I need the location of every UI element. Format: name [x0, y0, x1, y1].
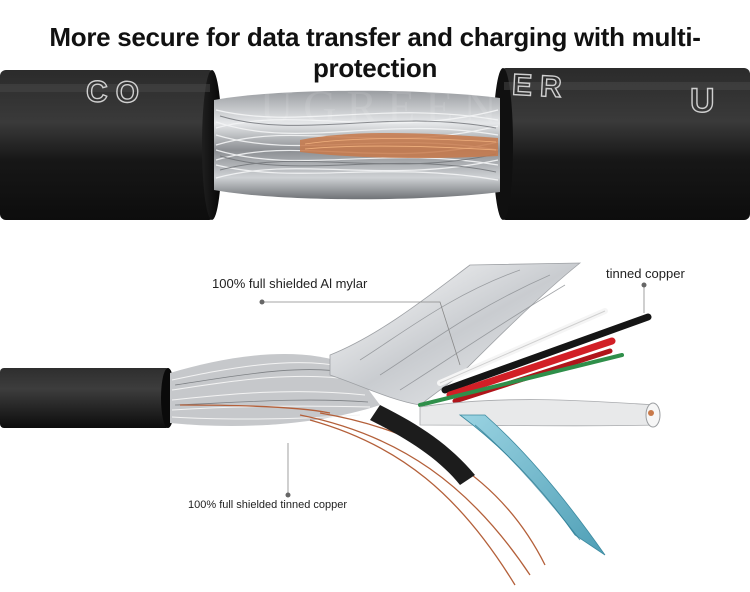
- red-wire: [446, 337, 616, 399]
- al-mylar-foil: [329, 262, 582, 406]
- top-cable-photo: [0, 68, 750, 220]
- black-foil-pair: [370, 405, 475, 485]
- cable-jacket: [0, 368, 170, 428]
- black-wire: [441, 313, 652, 394]
- callout-dot-tinned: [641, 282, 647, 288]
- callout-dot-mylar: [259, 299, 265, 305]
- right-jacket: [500, 68, 750, 220]
- cable-print-right: ER: [511, 68, 572, 105]
- callout-tinned-copper-label: tinned copper: [606, 266, 685, 281]
- green-wire: [418, 353, 624, 407]
- callout-dot-shield: [285, 492, 291, 498]
- callout-mylar-label: 100% full shielded Al mylar: [212, 276, 368, 291]
- cable-print-left: CO: [85, 75, 148, 110]
- blue-foil-pair: [458, 414, 606, 556]
- headline: More secure for data transfer and chargi…: [49, 22, 701, 83]
- bottom-cable-photo: [0, 262, 661, 586]
- left-jacket: [0, 70, 215, 220]
- cable-print-brand: U: [689, 81, 717, 120]
- callout-shield-copper-label: 100% full shielded tinned copper: [188, 499, 348, 511]
- watermark: UGREEN: [260, 81, 507, 132]
- shielded-pair: [419, 399, 656, 427]
- copper-core: [300, 133, 498, 159]
- callout-lines: [262, 285, 645, 495]
